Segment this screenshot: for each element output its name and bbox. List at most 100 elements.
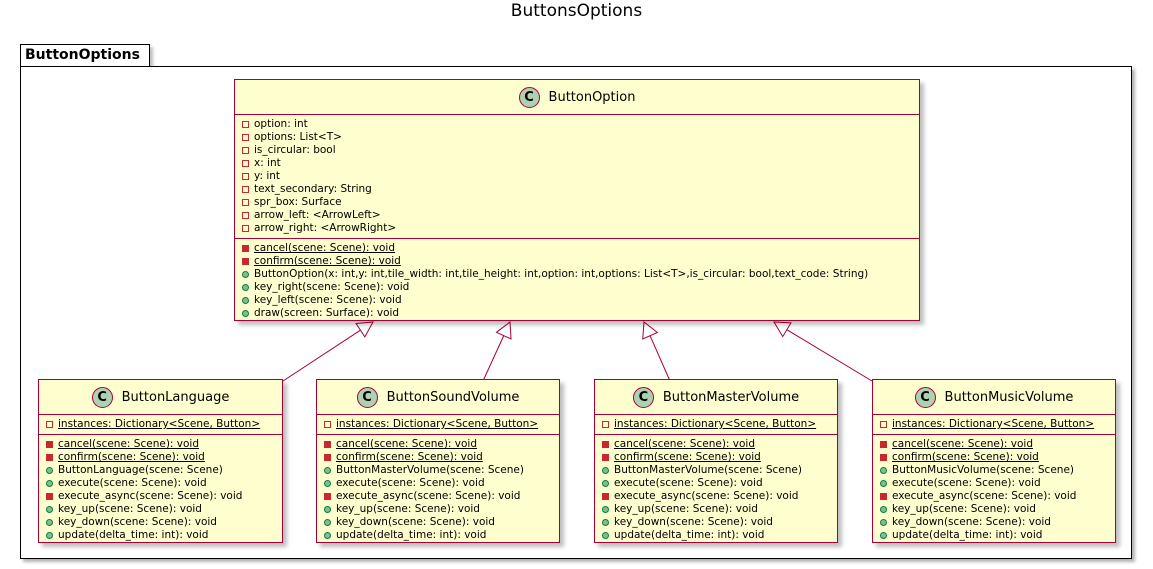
attributes-section: instances: Dictionary<Scene, Button>	[595, 415, 837, 435]
attribute-text: option: int	[254, 118, 308, 130]
method-text: cancel(scene: Scene): void	[254, 242, 396, 254]
method-row: cancel(scene: Scene): void	[873, 438, 1115, 451]
method-text: key_up(scene: Scene): void	[58, 503, 202, 515]
attribute-text: arrow_right: <ArrowRight>	[254, 222, 397, 234]
public-visibility-icon	[46, 467, 53, 474]
method-text: cancel(scene: Scene): void	[614, 438, 756, 450]
public-visibility-icon	[242, 310, 249, 317]
method-text: cancel(scene: Scene): void	[892, 438, 1034, 450]
private-visibility-icon	[242, 212, 249, 219]
public-visibility-icon	[880, 506, 887, 513]
method-row: update(delta_time: int): void	[595, 529, 837, 542]
method-text: key_down(scene: Scene): void	[58, 516, 217, 528]
method-row: key_up(scene: Scene): void	[873, 503, 1115, 516]
attribute-row: arrow_left: <ArrowLeft>	[235, 209, 919, 222]
attribute-row: options: List<T>	[235, 131, 919, 144]
method-row: execute_async(scene: Scene): void	[595, 490, 837, 503]
class-icon: C	[914, 386, 936, 408]
class-header: C ButtonSoundVolume	[317, 380, 559, 415]
method-text: update(delta_time: int): void	[58, 529, 209, 541]
method-text: execute_async(scene: Scene): void	[58, 490, 243, 502]
class-buttonsoundvolume[interactable]: C ButtonSoundVolume instances: Dictionary<…	[316, 379, 560, 543]
method-text: key_down(scene: Scene): void	[614, 516, 773, 528]
method-text: execute_async(scene: Scene): void	[892, 490, 1077, 502]
attributes-section: instances: Dictionary<Scene, Button>	[39, 415, 282, 435]
attribute-text: text_secondary: String	[254, 183, 372, 195]
private-visibility-icon	[324, 493, 331, 500]
attribute-text: is_circular: bool	[254, 144, 336, 156]
private-visibility-icon	[880, 454, 887, 461]
inheritance-line-1	[282, 329, 361, 382]
private-visibility-icon	[46, 493, 53, 500]
method-text: update(delta_time: int): void	[892, 529, 1043, 541]
attribute-text: instances: Dictionary<Scene, Button>	[614, 418, 817, 430]
private-visibility-icon	[324, 454, 331, 461]
attribute-row: option: int	[235, 118, 919, 131]
private-visibility-icon	[242, 199, 249, 206]
private-visibility-icon	[242, 258, 249, 265]
method-row: ButtonOption(x: int,y: int,tile_width: i…	[235, 268, 919, 281]
class-icon: C	[91, 386, 113, 408]
class-buttonlanguage[interactable]: C ButtonLanguage instances: Dictionary<Sce…	[38, 379, 283, 543]
attributes-section: instances: Dictionary<Scene, Button>	[317, 415, 559, 435]
method-text: ButtonMasterVolume(scene: Scene)	[336, 464, 524, 476]
method-row: key_right(scene: Scene): void	[235, 281, 919, 294]
method-row: confirm(scene: Scene): void	[235, 255, 919, 268]
public-visibility-icon	[880, 480, 887, 487]
public-visibility-icon	[880, 519, 887, 526]
method-row: execute_async(scene: Scene): void	[39, 490, 282, 503]
method-row: draw(screen: Surface): void	[235, 307, 919, 320]
attribute-text: x: int	[254, 157, 281, 169]
method-row: cancel(scene: Scene): void	[39, 438, 282, 451]
method-row: update(delta_time: int): void	[39, 529, 282, 542]
method-text: execute(scene: Scene): void	[58, 477, 207, 489]
attribute-row: x: int	[235, 157, 919, 170]
method-row: cancel(scene: Scene): void	[235, 242, 919, 255]
class-name: ButtonSoundVolume	[386, 389, 520, 405]
method-text: confirm(scene: Scene): void	[336, 451, 483, 463]
attribute-row: arrow_right: <ArrowRight>	[235, 222, 919, 235]
method-text: cancel(scene: Scene): void	[58, 438, 200, 450]
method-text: execute(scene: Scene): void	[336, 477, 485, 489]
method-row: update(delta_time: int): void	[873, 529, 1115, 542]
attribute-text: instances: Dictionary<Scene, Button>	[58, 418, 261, 430]
class-name: ButtonMasterVolume	[662, 389, 800, 405]
method-text: confirm(scene: Scene): void	[254, 255, 401, 267]
diagram-title: ButtonsOptions	[510, 1, 643, 21]
class-name: ButtonMusicVolume	[944, 389, 1074, 405]
private-visibility-icon	[242, 134, 249, 141]
attribute-row: instances: Dictionary<Scene, Button>	[317, 418, 559, 431]
public-visibility-icon	[242, 271, 249, 278]
method-text: key_left(scene: Scene): void	[254, 294, 402, 306]
private-visibility-icon	[880, 441, 887, 448]
public-visibility-icon	[242, 297, 249, 304]
public-visibility-icon	[324, 506, 331, 513]
private-visibility-icon	[324, 441, 331, 448]
private-visibility-icon	[242, 121, 249, 128]
inheritance-arrowhead-4	[773, 321, 792, 338]
method-row: ButtonLanguage(scene: Scene)	[39, 464, 282, 477]
method-text: key_down(scene: Scene): void	[336, 516, 495, 528]
method-text: key_down(scene: Scene): void	[892, 516, 1051, 528]
attribute-text: arrow_left: <ArrowLeft>	[254, 209, 381, 221]
private-visibility-icon	[46, 441, 53, 448]
class-header: C ButtonLanguage	[39, 380, 282, 415]
class-name: ButtonLanguage	[121, 389, 230, 405]
attribute-row: y: int	[235, 170, 919, 183]
private-visibility-icon	[880, 421, 887, 428]
method-row: key_up(scene: Scene): void	[317, 503, 559, 516]
method-row: key_left(scene: Scene): void	[235, 294, 919, 307]
method-text: execute_async(scene: Scene): void	[336, 490, 521, 502]
inheritance-line-3	[649, 335, 671, 382]
class-icon: C	[356, 386, 378, 408]
method-text: ButtonOption(x: int,y: int,tile_width: i…	[254, 268, 869, 280]
method-text: update(delta_time: int): void	[336, 529, 487, 541]
private-visibility-icon	[46, 421, 53, 428]
method-text: cancel(scene: Scene): void	[336, 438, 478, 450]
attribute-row: text_secondary: String	[235, 183, 919, 196]
